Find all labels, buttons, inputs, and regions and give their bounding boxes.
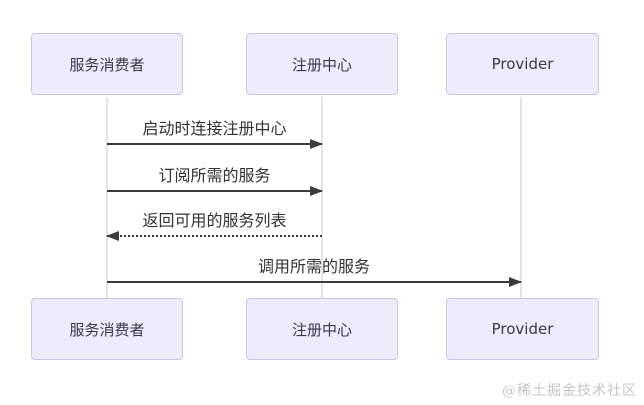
message-subscribe-services: 订阅所需的服务 [107, 166, 323, 196]
message-return-service-list: 返回可用的服务列表 [106, 211, 322, 241]
lifeline-service-consumer [106, 97, 108, 298]
lifeline-registry-center [321, 97, 323, 298]
message-line-solid [107, 139, 323, 149]
message-label: 返回可用的服务列表 [142, 211, 287, 230]
arrowhead-right-icon [310, 186, 323, 196]
message-connect-registry-on-startup: 启动时连接注册中心 [107, 119, 323, 149]
participant-label: 服务消费者 [69, 320, 145, 339]
message-label: 订阅所需的服务 [158, 166, 271, 185]
lifeline-provider [520, 97, 522, 298]
participant-label: 注册中心 [291, 55, 352, 74]
watermark: @稀土掘金技术社区 [502, 383, 637, 399]
message-line-solid [107, 277, 522, 287]
participant-label: 服务消费者 [69, 55, 145, 74]
message-label: 调用所需的服务 [257, 257, 370, 276]
participant-box-service-consumer-top: 服务消费者 [31, 33, 183, 95]
message-line-solid [107, 186, 323, 196]
participant-label: Provider [491, 55, 554, 73]
arrowhead-right-icon [310, 139, 323, 149]
participant-box-registry-center-bottom: 注册中心 [246, 298, 398, 360]
participant-box-provider-top: Provider [446, 33, 599, 95]
arrowhead-left-icon [106, 231, 119, 241]
participant-label: 注册中心 [291, 320, 352, 339]
message-call-services: 调用所需的服务 [107, 257, 522, 287]
participant-label: Provider [491, 320, 554, 338]
participant-box-provider-bottom: Provider [446, 298, 599, 360]
message-line-dotted [106, 231, 322, 241]
arrowhead-right-icon [509, 277, 522, 287]
participant-box-registry-center-top: 注册中心 [246, 33, 398, 95]
message-label: 启动时连接注册中心 [142, 119, 287, 138]
participant-box-service-consumer-bottom: 服务消费者 [31, 298, 183, 360]
